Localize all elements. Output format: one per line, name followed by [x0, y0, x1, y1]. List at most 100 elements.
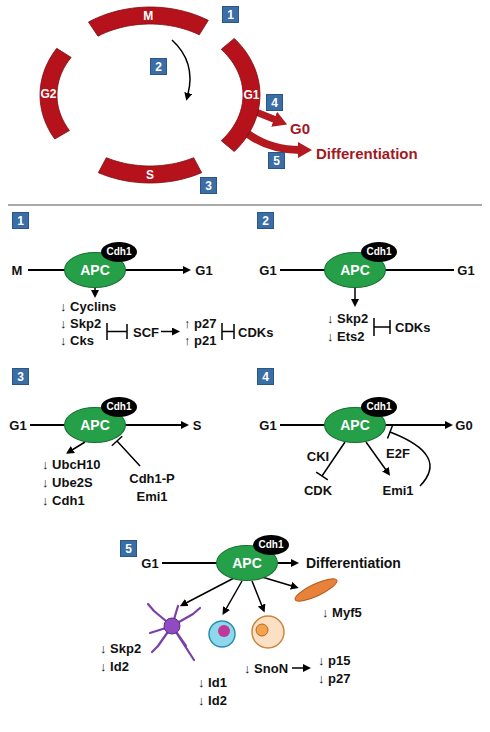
- phase-name: M: [143, 10, 153, 22]
- text-label: G1: [9, 419, 26, 432]
- complex-name: Cdh1: [259, 540, 284, 550]
- arrow: [226, 581, 242, 609]
- text-label: CDK: [304, 484, 332, 497]
- cell-nucleus: [218, 625, 230, 637]
- cycle-arrow: [172, 40, 190, 94]
- arrow: [354, 288, 356, 300]
- callout-number: 5: [120, 540, 137, 557]
- callout-digit: 4: [271, 97, 278, 109]
- callout-digit: 3: [205, 180, 212, 192]
- lens-cell-nucleus: [256, 624, 268, 636]
- text-label: ↓ Ets2: [327, 330, 365, 343]
- text-label: G1: [141, 557, 158, 570]
- text-label: ↓ Cdh1: [42, 494, 85, 507]
- apc-complex: APCCdh1: [216, 545, 278, 581]
- text-label: ↓ Skp2: [60, 317, 101, 330]
- text-label: ↓ Skp2: [100, 642, 141, 655]
- callout-digit: 1: [17, 215, 24, 227]
- complex-name: Cdh1: [367, 247, 392, 257]
- inhibition-bar: [388, 426, 393, 439]
- callout-digit: 2: [155, 61, 162, 73]
- exit-arrow: [256, 112, 276, 120]
- exit-arrow: [248, 134, 300, 150]
- callout-number: 1: [222, 6, 239, 23]
- lens-cell-illustration: [252, 616, 284, 648]
- text-label: ↓ Id1: [198, 676, 227, 689]
- apc-complex: APCCdh1: [324, 407, 386, 443]
- cdh1-cofactor: Cdh1: [361, 242, 397, 262]
- arrow: [252, 581, 262, 606]
- complex-name: Cdh1: [107, 247, 132, 257]
- band-shape: [40, 48, 71, 139]
- cell-illustration: [209, 621, 235, 647]
- complex-name: APC: [232, 556, 262, 570]
- text-label: CKI: [307, 450, 329, 463]
- text-label: ↓ p27: [318, 672, 351, 685]
- phase-name: G1: [243, 89, 259, 101]
- inhibition-bar: [222, 323, 234, 340]
- phase-band: G1: [220, 37, 261, 153]
- apc-complex: APCCdh1: [64, 407, 126, 443]
- text-label: ↓ Ube2S: [42, 476, 93, 489]
- callout-number: 3: [12, 368, 29, 385]
- arrow: [292, 667, 304, 669]
- text-label: ↓ SnoN: [244, 662, 288, 675]
- cdh1-cofactor: Cdh1: [361, 397, 397, 417]
- neuron-soma: [164, 618, 180, 634]
- text-label: ↓ UbcH10: [42, 458, 101, 471]
- separator-line: [8, 205, 482, 206]
- text-label: G1: [259, 264, 276, 277]
- callout-number: 4: [266, 94, 283, 111]
- text-label: E2F: [386, 447, 410, 460]
- text-label: G1: [457, 264, 474, 277]
- muscle-illustration: [293, 575, 340, 605]
- text-label: ↓ Id2: [198, 694, 227, 707]
- text-label: CDKs: [395, 321, 430, 334]
- text-label: Differentiation: [316, 146, 418, 161]
- complex-name: APC: [340, 418, 370, 432]
- inhibition-bar: [112, 436, 140, 466]
- apc-complex: APCCdh1: [324, 252, 386, 288]
- complex-name: Cdh1: [367, 402, 392, 412]
- arrow: [72, 442, 85, 450]
- callout-number: 2: [257, 212, 274, 229]
- phase-name: G2: [40, 88, 56, 100]
- band-shape: [221, 38, 260, 151]
- inhibition-bar: [374, 318, 390, 336]
- phase-band: G2: [39, 47, 73, 140]
- phase-band: M: [87, 6, 210, 38]
- text-label: ↓ Myf5: [322, 606, 362, 619]
- cdh1-cofactor: Cdh1: [101, 242, 137, 262]
- inhibition-bar: [107, 323, 127, 340]
- band-shape: [98, 158, 201, 183]
- text-label: G0: [455, 419, 472, 432]
- text-label: ↓ p15: [318, 654, 351, 667]
- callout-number: 3: [200, 177, 217, 194]
- text-label: Differentiation: [306, 556, 401, 570]
- complex-name: APC: [80, 263, 110, 277]
- callout-number: 4: [257, 368, 274, 385]
- text-label: G1: [195, 264, 212, 277]
- neuron-illustration: [148, 604, 200, 660]
- text-label: M: [12, 264, 23, 277]
- apc-complex: APCCdh1: [64, 252, 126, 288]
- text-label: ↓ Cks: [60, 334, 94, 347]
- text-label: ↑ p27: [184, 317, 217, 330]
- callout-number: 2: [150, 58, 167, 75]
- callout-digit: 3: [17, 371, 24, 383]
- text-label: ↑ p21: [184, 334, 217, 347]
- callout-digit: 1: [227, 9, 234, 21]
- arrow: [186, 578, 234, 603]
- cdh1-cofactor: Cdh1: [253, 535, 289, 555]
- text-label: CDKs: [238, 326, 273, 339]
- arrow: [262, 577, 292, 586]
- text-label: Cdh1-P: [129, 472, 175, 485]
- arrow: [366, 442, 386, 470]
- cdh1-cofactor: Cdh1: [101, 397, 137, 417]
- callout-number: 5: [268, 152, 285, 169]
- callout-number: 1: [12, 212, 29, 229]
- complex-name: Cdh1: [107, 402, 132, 412]
- text-label: ↓ Id2: [100, 660, 129, 673]
- text-label: S: [193, 419, 202, 432]
